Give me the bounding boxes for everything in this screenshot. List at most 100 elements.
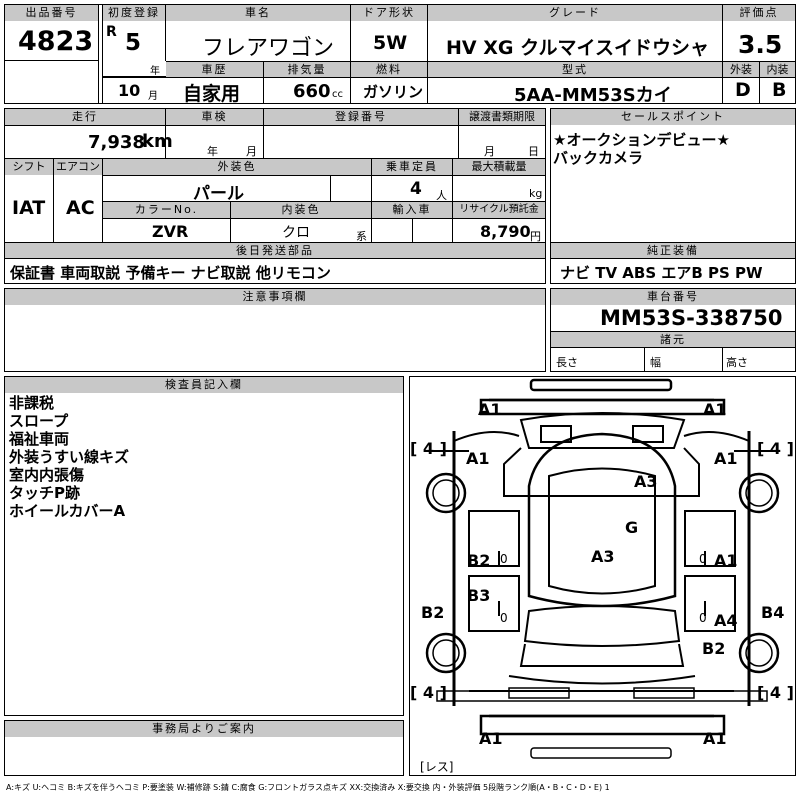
aircon-value: AC — [66, 197, 95, 219]
spare-tire-label: レス — [424, 760, 449, 774]
glass-mark: 0 — [699, 611, 707, 625]
damage-mark: B2 — [702, 639, 726, 658]
tire-grade: [ 4 ] — [757, 439, 794, 458]
displacement-label: 排気量 — [264, 62, 350, 78]
glass-mark: 0 — [500, 552, 508, 566]
displacement-unit: cc — [332, 89, 343, 100]
damage-mark: A1 — [479, 729, 503, 748]
first-reg-year-unit: 年 — [150, 66, 160, 77]
inspector-line: 非課税 — [9, 394, 55, 412]
equipment-value: ナビ TV ABS エアB PS PW — [560, 264, 763, 282]
mileage-value: 7,938 — [88, 132, 145, 153]
ext-score-label: 外装 — [723, 62, 759, 78]
car-outline — [425, 378, 780, 759]
recycle-unit: 円 — [530, 230, 541, 243]
model-name: フレアワゴン — [202, 36, 335, 61]
ext-color-label: 外装色 — [103, 159, 371, 175]
inspector-line: 室内内張傷 — [9, 466, 85, 484]
sales-point-line: バックカメラ — [553, 149, 644, 167]
damage-mark: G — [625, 518, 639, 537]
damage-mark: A3 — [634, 472, 658, 491]
shift-value: IAT — [12, 197, 46, 219]
damage-mark: A1 — [714, 551, 738, 570]
tire-grade: [ 4 ] — [410, 439, 447, 458]
damage-mark: A4 — [714, 611, 738, 630]
aircon-label: エアコン — [54, 159, 102, 175]
inspection-label: 車検 — [166, 109, 263, 125]
ext-score: D — [735, 79, 751, 101]
int-color-unit: 系 — [356, 230, 367, 243]
color-no-value: ZVR — [152, 222, 189, 241]
spec-length: 長さ — [556, 356, 578, 369]
damage-mark: A1 — [466, 449, 490, 468]
damage-mark: A1 — [703, 400, 727, 419]
inspector-line: 福祉車両 — [9, 430, 70, 448]
inspector-line: ホイールカバーA — [9, 502, 126, 520]
glass-mark: 0 — [500, 611, 508, 625]
inspection-month-unit: 月 — [246, 145, 257, 158]
glass-mark: 0 — [699, 552, 707, 566]
color-no-label: カラーNo. — [103, 202, 230, 218]
notes-label: 注意事項欄 — [5, 289, 545, 305]
transfer-month-unit: 月 — [484, 145, 495, 158]
tire-value: 4 — [422, 439, 435, 458]
damage-mark: A1 — [714, 449, 738, 468]
damage-mark: B3 — [467, 586, 491, 605]
later-parts-value: 保証書 車両取説 予備キー ナビ取説 他リモコン — [10, 264, 331, 282]
tire-value: 4 — [422, 683, 435, 702]
max-load-label: 最大積載量 — [453, 159, 545, 175]
history-label: 車歴 — [166, 62, 263, 78]
transfer-label: 譲渡書類期限 — [459, 109, 545, 125]
mileage-unit: km — [142, 131, 173, 152]
recycle-value: 8,790 — [480, 222, 531, 241]
inspector-line: タッチP跡 — [9, 484, 80, 502]
recycle-label: リサイクル預託金 — [453, 202, 545, 218]
damage-mark: A3 — [591, 547, 615, 566]
specs-label: 諸元 — [551, 332, 795, 348]
inspector-lines: 非課税 スロープ 福祉車両 外装うすい線キズ 室内内張傷 タッチP跡 ホイールカ… — [9, 394, 129, 520]
fuel-label: 燃料 — [351, 62, 427, 78]
door-label: ドア形状 — [351, 5, 427, 21]
inspector-line: 外装うすい線キズ — [9, 448, 130, 466]
capacity-unit: 人 — [436, 189, 447, 202]
lot-label: 出品番号 — [5, 5, 98, 21]
int-color-value: クロ — [282, 225, 310, 241]
damage-mark: A1 — [703, 729, 727, 748]
first-reg-era: R — [106, 24, 117, 40]
tire-value: 4 — [769, 683, 782, 702]
inspector-block — [4, 376, 404, 716]
tire-grade: [ 4 ] — [410, 683, 447, 702]
lot-number: 4823 — [18, 26, 94, 57]
grade-label: グレード — [428, 5, 722, 21]
tire-value: 4 — [769, 439, 782, 458]
spec-height: 高さ — [726, 356, 748, 369]
legend: A:キズ U:ヘコミ B:キズを伴うヘコミ P:要塗装 W:補修跡 S:錆 C:… — [6, 783, 610, 792]
details-block — [4, 108, 546, 258]
max-load-unit: kg — [529, 187, 543, 200]
first-reg-label: 初度登録 — [103, 5, 165, 21]
first-reg-year: 5 — [125, 30, 142, 56]
transfer-day-unit: 日 — [528, 145, 539, 158]
score-label: 評価点 — [723, 5, 795, 21]
damage-mark: B2 — [421, 603, 445, 622]
tire-grade: [ 4 ] — [757, 683, 794, 702]
damage-mark: A1 — [478, 400, 502, 419]
first-reg-month: 10 — [118, 81, 141, 100]
sales-point-lines: ★オークションデビュー★ バックカメラ — [553, 131, 730, 167]
damage-mark: B4 — [761, 603, 785, 622]
inspector-line: スロープ — [9, 412, 69, 430]
type-code-label: 型式 — [428, 62, 722, 78]
office-label: 事務局よりご案内 — [5, 721, 403, 737]
capacity-label: 乗車定員 — [372, 159, 452, 175]
reg-no-label: 登録番号 — [264, 109, 458, 125]
history-value: 自家用 — [183, 83, 241, 105]
door-type: 5W — [373, 32, 408, 54]
score-value: 3.5 — [738, 30, 783, 59]
type-code-value: 5AA-MM53Sカイ — [514, 85, 672, 106]
fuel-value: ガソリン — [363, 83, 424, 101]
int-color-label: 内装色 — [231, 202, 371, 218]
spec-width: 幅 — [650, 356, 661, 369]
chassis-value: MM53S-338750 — [600, 306, 783, 330]
later-parts-box — [4, 258, 546, 284]
int-score-label: 内装 — [760, 62, 795, 78]
